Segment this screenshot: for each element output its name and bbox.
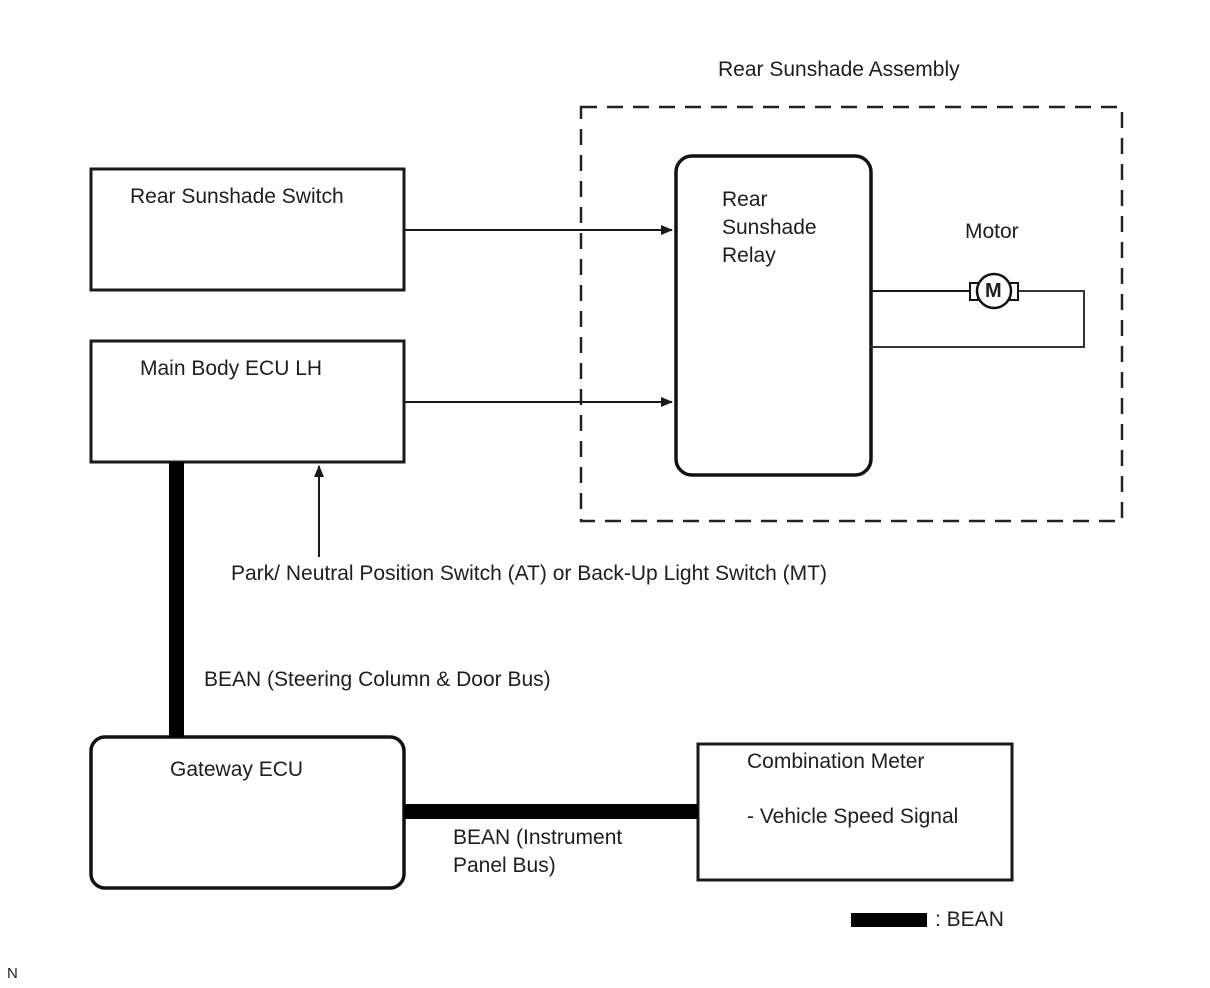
legend-bean-label: : BEAN	[935, 908, 1004, 931]
motor-icon	[969, 272, 1019, 310]
rear-sunshade-relay-box	[674, 154, 873, 477]
assembly-title: Rear Sunshade Assembly	[718, 58, 960, 81]
relay-label-line-3: Relay	[722, 244, 776, 267]
bean-instrument-label-line-2: Panel Bus)	[453, 854, 556, 877]
gateway-ecu-label: Gateway ECU	[170, 758, 304, 781]
rear-sunshade-switch-label: Rear Sunshade Switch	[130, 185, 344, 208]
bean-instrument-panel-bus	[404, 804, 698, 819]
relay-label-line-1: Rear	[722, 188, 768, 211]
bean-steering-label: BEAN (Steering Column & Door Bus)	[204, 668, 551, 691]
bean-instrument-label-line-1: BEAN (Instrument	[453, 826, 623, 849]
vehicle-speed-signal-label: - Vehicle Speed Signal	[747, 805, 959, 828]
motor-return-wire	[871, 290, 1085, 348]
relay-label-line-2: Sunshade	[722, 216, 817, 239]
motor-symbol-letter: M	[985, 280, 1002, 302]
bean-steering-column-bus	[169, 462, 184, 737]
park-neutral-signal-label: Park/ Neutral Position Switch (AT) or Ba…	[231, 562, 827, 585]
motor-label: Motor	[965, 220, 1019, 243]
legend-bean-swatch	[851, 913, 927, 927]
rear-sunshade-assembly-boundary	[579, 105, 1124, 523]
footer-code: N	[7, 965, 18, 982]
combination-meter-label: Combination Meter	[747, 750, 925, 773]
main-body-ecu-label: Main Body ECU LH	[140, 357, 323, 380]
